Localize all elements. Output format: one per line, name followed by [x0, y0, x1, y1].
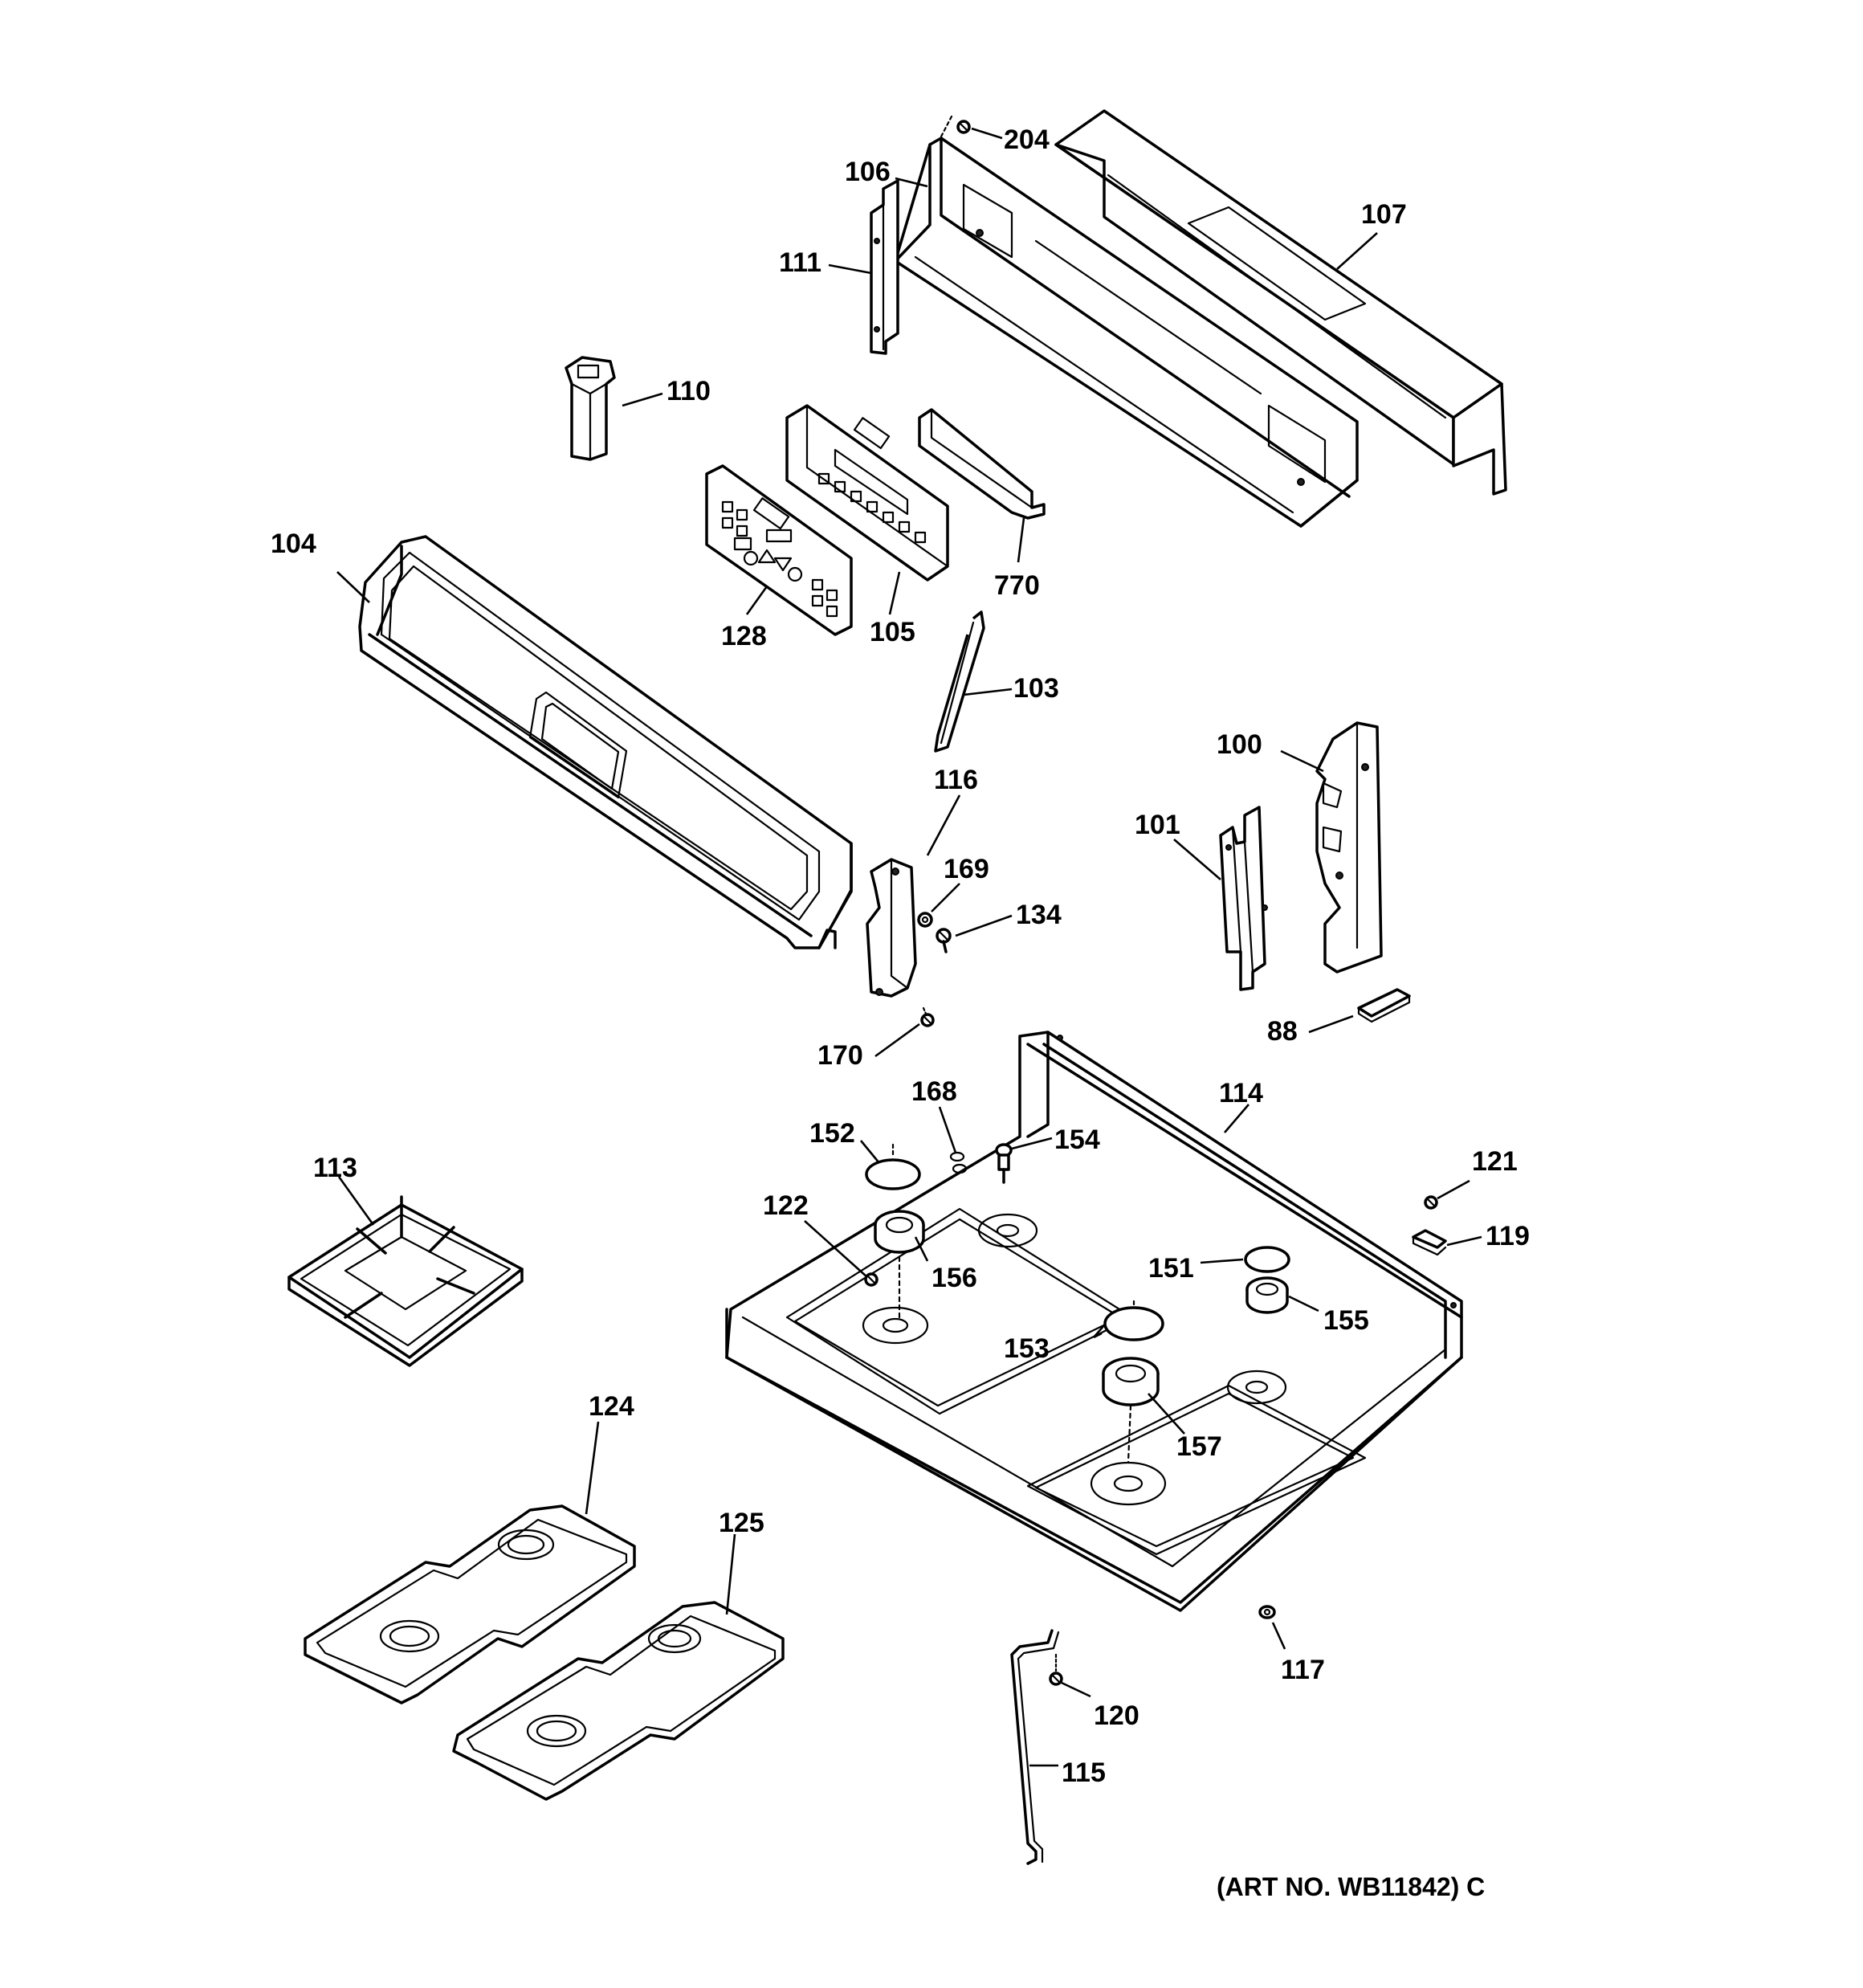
label-103: 103: [1013, 673, 1059, 704]
part-151-burner-cap: [1244, 1246, 1290, 1273]
part-125-drip-pan: [452, 1601, 785, 1801]
label-116: 116: [934, 765, 978, 795]
label-170: 170: [817, 1040, 863, 1071]
part-152-burner-cap: [865, 1143, 921, 1190]
label-114: 114: [1219, 1078, 1263, 1108]
label-119: 119: [1486, 1221, 1530, 1251]
part-124-drip-pan: [304, 1504, 636, 1704]
label-157: 157: [1176, 1431, 1222, 1462]
part-120-screw: [1049, 1653, 1063, 1686]
label-151: 151: [1148, 1253, 1194, 1284]
label-120: 120: [1094, 1700, 1139, 1731]
part-88-spacer: [1357, 988, 1411, 1023]
part-117-nut: [1258, 1605, 1276, 1619]
part-122-screw: [864, 1272, 879, 1287]
label-152: 152: [809, 1118, 855, 1149]
part-155-burner-head: [1245, 1276, 1289, 1314]
label-101: 101: [1135, 810, 1180, 840]
callout-labels: 204 106 107 111 110 104 128 105 770 103 …: [271, 125, 1530, 1788]
label-117: 117: [1281, 1655, 1325, 1685]
part-100-side-trim: [1315, 721, 1383, 974]
part-114-cooktop: [725, 1031, 1463, 1612]
part-121-screw: [1424, 1195, 1438, 1210]
label-107: 107: [1361, 199, 1407, 230]
part-128-overlay: [705, 464, 853, 636]
part-107-rear-cover: [1054, 109, 1507, 496]
part-115-rod: [1010, 1629, 1060, 1865]
label-153: 153: [1004, 1333, 1050, 1364]
label-128: 128: [721, 621, 767, 651]
label-134: 134: [1016, 900, 1062, 930]
label-106: 106: [845, 157, 891, 187]
part-111-bracket: [870, 179, 899, 355]
part-110-module: [565, 356, 616, 461]
control-board-keys: [817, 472, 927, 544]
part-134-screw: [936, 928, 952, 953]
part-116-end-cap: [866, 858, 917, 998]
label-204: 204: [1004, 125, 1050, 155]
part-153-burner-cap: [1103, 1300, 1164, 1341]
label-121: 121: [1472, 1146, 1518, 1177]
overlay-keypad: [721, 497, 838, 618]
label-110: 110: [667, 376, 711, 406]
label-115: 115: [1062, 1757, 1106, 1788]
part-154-electrode: [995, 1143, 1013, 1184]
label-168: 168: [911, 1076, 957, 1107]
part-170-screw: [920, 1006, 935, 1027]
label-88: 88: [1267, 1016, 1298, 1047]
part-204-screw: [940, 115, 971, 138]
label-770: 770: [994, 570, 1040, 601]
label-156: 156: [932, 1263, 977, 1293]
part-156-burner-head: [874, 1210, 925, 1319]
label-124: 124: [589, 1391, 634, 1422]
label-111: 111: [779, 247, 821, 278]
part-104-control-panel: [358, 535, 853, 949]
part-169-washer: [917, 912, 933, 928]
label-125: 125: [719, 1508, 764, 1538]
art-number: (ART NO. WB11842) C: [1217, 1872, 1485, 1901]
label-100: 100: [1217, 729, 1262, 760]
label-104: 104: [271, 529, 316, 559]
part-168-clip: [949, 1151, 968, 1174]
part-119-bracket: [1412, 1229, 1447, 1256]
part-105-control-board: [785, 404, 949, 582]
leader-lines: [336, 127, 1482, 1767]
label-113: 113: [313, 1153, 357, 1183]
label-155: 155: [1323, 1305, 1369, 1336]
part-101-bracket: [1219, 806, 1268, 991]
part-113-grate: [287, 1195, 524, 1367]
part-103-bracket: [934, 610, 985, 753]
part-157-burner-head: [1102, 1357, 1160, 1463]
label-122: 122: [763, 1190, 809, 1221]
label-105: 105: [870, 617, 915, 647]
part-770-bracket: [918, 408, 1046, 520]
label-169: 169: [944, 854, 989, 884]
label-154: 154: [1054, 1125, 1100, 1155]
